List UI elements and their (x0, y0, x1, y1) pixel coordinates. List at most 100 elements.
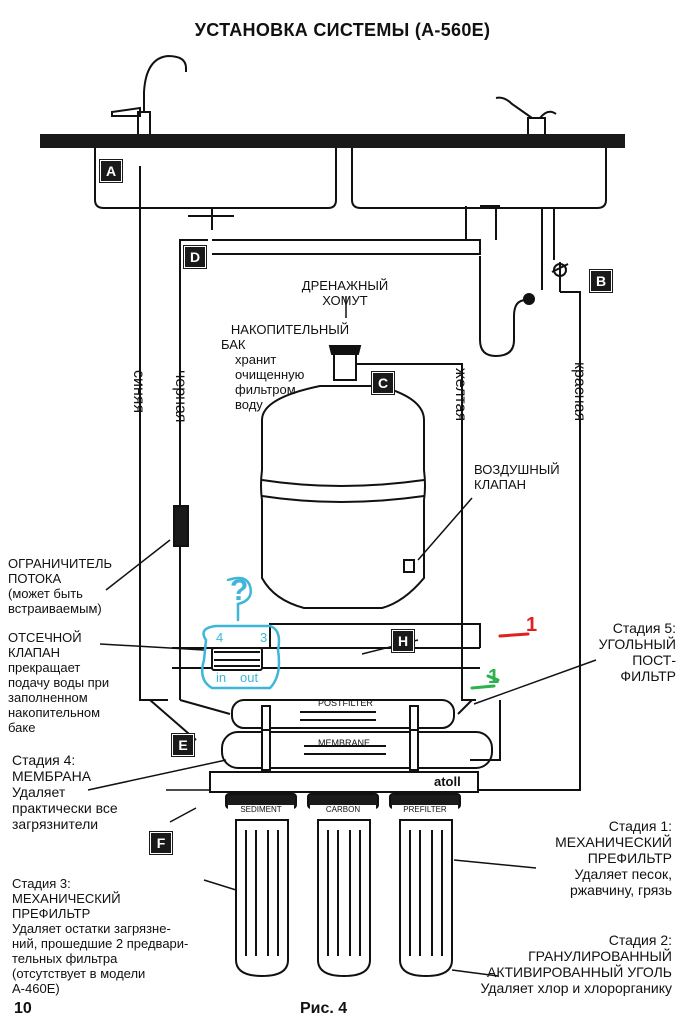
stage5-line1: Стадия 5: (612, 620, 676, 636)
tube-label-blue: синяя (130, 370, 147, 414)
stage4-line2: МЕМБРАНА (12, 768, 92, 784)
stage4-label: Стадия 4: МЕМБРАНА Удаляет практически в… (12, 752, 118, 832)
tank-title: НАКОПИТЕЛЬНЫЙ (230, 322, 350, 337)
air-valve (403, 559, 415, 573)
stage1-line4: Удаляет песок, (574, 866, 672, 882)
tank-title2: БАК (221, 337, 246, 352)
stage3-line3: ПРЕФИЛЬТР (12, 906, 91, 921)
stage4-line5: загрязнители (12, 816, 99, 832)
stage2-line4: Удаляет хлор и хлорорганику (480, 980, 672, 996)
valve-port-4: 4 (216, 630, 224, 645)
sediment-label: SEDIMENT (228, 805, 294, 814)
countertop (40, 134, 625, 148)
page-title: УСТАНОВКА СИСТЕМЫ (А-560Е) (194, 20, 491, 40)
figure-caption: Рис. 4 (300, 1000, 348, 1017)
stage3-line1: Стадия 3: (12, 876, 71, 891)
page-number: 10 (14, 1000, 32, 1017)
shutoff-valve-label: ОТСЕЧНОЙ КЛАПАН прекращает подачу воды п… (8, 630, 109, 735)
stage3-line8: А-460Е) (12, 981, 60, 996)
stage4-line4: практически все (12, 800, 118, 816)
valve-in-label: in (216, 670, 227, 685)
drain-clamp (523, 293, 535, 305)
stage1-line2: МЕХАНИЧЕСКИЙ (555, 834, 672, 850)
postfilter-housing (231, 699, 455, 729)
tank-line1: хранит (235, 352, 277, 367)
membrane-housing (221, 731, 493, 769)
red-mark-annotation: 1 (526, 614, 538, 636)
stage1-label: Стадия 1: МЕХАНИЧЕСКИЙ ПРЕФИЛЬТР Удаляет… (500, 818, 672, 898)
stage2-label: Стадия 2: ГРАНУЛИРОВАННЫЙ АКТИВИРОВАННЫЙ… (440, 932, 672, 996)
stage4-line1: Стадия 4: (12, 752, 76, 768)
stage5-line4: ФИЛЬТР (620, 668, 676, 684)
label-d: D (183, 245, 207, 269)
flow-restrictor-line1: ОГРАНИЧИТЕЛЬ (8, 556, 113, 571)
prefilter-label: PREFILTER (392, 805, 458, 814)
storage-tank (260, 385, 426, 609)
stage2-line1: Стадия 2: (608, 932, 672, 948)
stage5-label: Стадия 5: УГОЛЬНЫЙ ПОСТ- ФИЛЬТР (560, 620, 676, 684)
kitchen-faucet (495, 96, 557, 134)
label-h: H (391, 629, 415, 653)
blue-annotation-hook (226, 576, 252, 622)
flow-restrictor-label: ОГРАНИЧИТЕЛЬ ПОТОКА (может быть встраива… (8, 556, 112, 616)
drain-clamp-label: ДРЕНАЖНЫЙ ХОМУТ (270, 278, 420, 308)
flow-restrictor-line2: ПОТОКА (8, 571, 62, 586)
air-valve-label: ВОЗДУШНЫЙ КЛАПАН (474, 462, 560, 492)
shutoff-valve-line7: баке (8, 720, 36, 735)
tube-blue (139, 166, 168, 701)
drain-line (188, 208, 481, 255)
drain-clamp-line1: ДРЕНАЖНЫЙ (301, 278, 389, 293)
stage1-line1: Стадия 1: (608, 818, 672, 834)
blue-annotation-outline (201, 624, 281, 690)
label-a: A (99, 159, 123, 183)
stage5-line2: УГОЛЬНЫЙ (598, 636, 676, 652)
shutoff-valve-line6: накопительном (8, 705, 101, 720)
stage1-line5: ржавчину, грязь (570, 882, 672, 898)
label-c: C (371, 371, 395, 395)
carbon-label: CARBON (310, 805, 376, 814)
tank-label: НАКОПИТЕЛЬНЫЙ БАК хранит очищенную фильт… (215, 322, 365, 412)
brand-label: atoll (434, 774, 461, 789)
valve-out-label: out (240, 670, 259, 685)
valve-port-3: 3 (260, 630, 268, 645)
stage3-line2: МЕХАНИЧЕСКИЙ (12, 891, 121, 906)
stage2-line2: ГРАНУЛИРОВАННЫЙ (528, 948, 672, 964)
tube-label-yellow: желтая (452, 368, 469, 422)
stage3-line5: ний, прошедшие 2 предвари- (12, 936, 189, 951)
stage5-line3: ПОСТ- (632, 652, 676, 668)
filter-housings (225, 793, 461, 978)
tank-line4: воду (235, 397, 263, 412)
flow-restrictor-line3: (может быть (8, 586, 83, 601)
tube-red (474, 291, 581, 791)
air-valve-line2: КЛАПАН (474, 477, 527, 492)
tube-label-red: красная (571, 362, 588, 422)
tube-label-black: черная (172, 370, 189, 423)
shutoff-valve-line1: ОТСЕЧНОЙ (8, 630, 82, 645)
membrane-label: MEMBRANE (318, 738, 371, 748)
shutoff-valve-line4: подачу воды при (8, 675, 110, 690)
label-f: F (149, 831, 173, 855)
stage3-label: Стадия 3: МЕХАНИЧЕСКИЙ ПРЕФИЛЬТР Удаляет… (12, 876, 188, 996)
stage3-line6: тельных фильтра (12, 951, 118, 966)
air-valve-line1: ВОЗДУШНЫЙ (474, 462, 560, 477)
flow-restrictor (173, 505, 189, 547)
flow-restrictor-line4: встраиваемым) (8, 601, 102, 616)
stage2-line3: АКТИВИРОВАННЫЙ УГОЛЬ (486, 964, 672, 980)
shutoff-valve-line2: КЛАПАН (8, 645, 61, 660)
stage3-line7: (отсутствует в модели (12, 966, 146, 981)
sink-left (94, 148, 337, 209)
postfilter-label: POSTFILTER (318, 698, 373, 708)
tank-line3: фильтром (235, 382, 296, 397)
red-annotation-stroke (498, 632, 530, 638)
cold-supply (541, 208, 569, 292)
tank-line2: очищенную (235, 367, 305, 382)
ro-faucet (111, 54, 187, 134)
stage4-line3: Удаляет (12, 784, 66, 800)
green-mark-annotation: 1 (488, 666, 500, 688)
question-mark-annotation: ? (230, 574, 249, 607)
label-e: E (171, 733, 195, 757)
drain-clamp-line2: ХОМУТ (322, 293, 368, 308)
bracket-plate (209, 771, 479, 793)
tube-yellow (356, 363, 476, 701)
